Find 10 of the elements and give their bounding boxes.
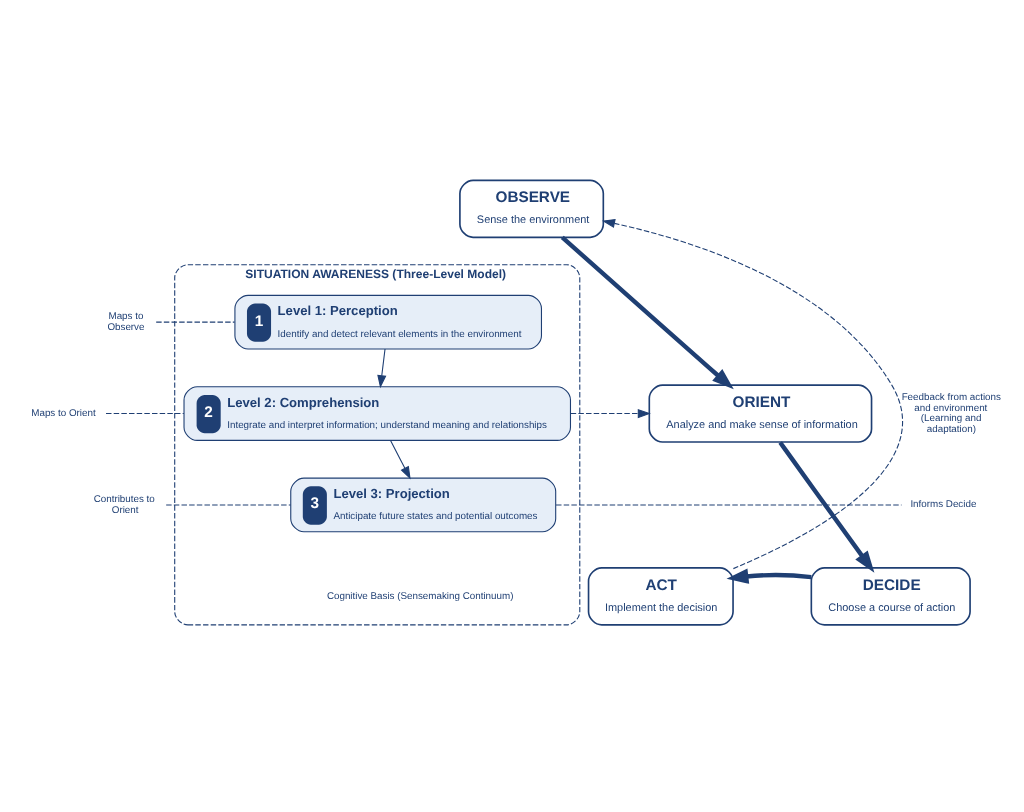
connector: [154, 320, 235, 322]
connector: [164, 503, 291, 505]
connector: [554, 503, 902, 505]
arrow: [389, 438, 410, 479]
arrow: [725, 567, 811, 583]
arrow: [376, 347, 386, 388]
arrow: [569, 407, 650, 418]
connector: [104, 412, 184, 414]
arrow: [777, 440, 874, 572]
arrow: [600, 217, 903, 569]
